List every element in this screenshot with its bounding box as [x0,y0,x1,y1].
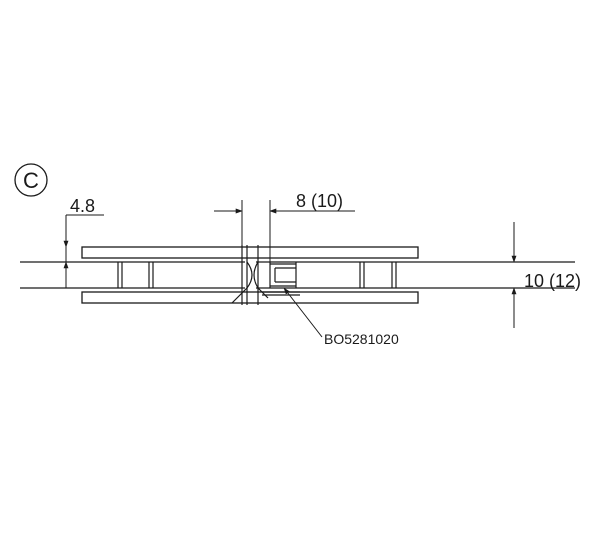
view-marker-letter: C [23,168,39,193]
dimension-8-10-label: 8 (10) [296,191,343,211]
gasket-right [359,262,397,288]
dimension-10-12-label: 10 (12) [524,271,581,291]
gasket-left [117,262,154,288]
part-callout-leader [283,287,323,338]
dimension-4-8 [63,214,104,288]
part-callout-label: BO5281020 [324,331,399,347]
dimension-8-10 [214,200,355,262]
top-clamp-plate [81,246,419,259]
view-marker: C [14,163,48,197]
dimension-10-12 [478,222,522,328]
insert-channel [262,262,300,296]
dimension-4-8-label: 4.8 [70,196,95,216]
bottom-clamp-plate [81,291,419,304]
view-marker-circle [14,163,48,197]
glass-pane-left [20,261,245,289]
center-hinge [231,245,269,305]
